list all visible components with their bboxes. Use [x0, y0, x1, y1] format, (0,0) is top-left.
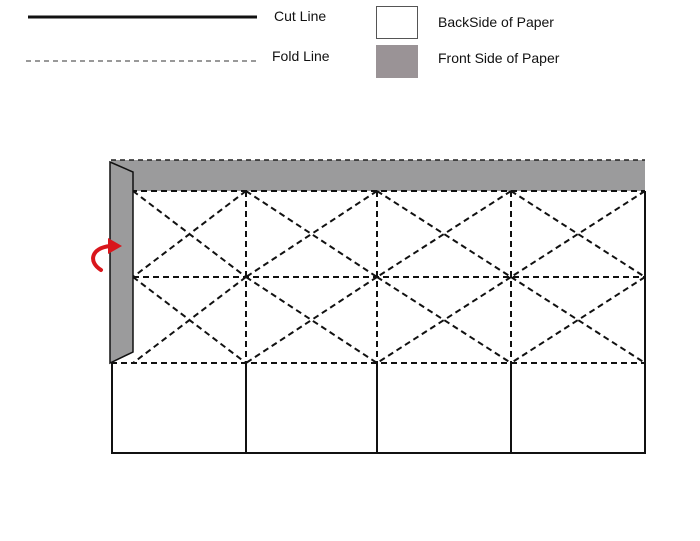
front-side-swatch: [376, 45, 418, 78]
top-strip: [111, 160, 645, 191]
left-flap: [109, 160, 134, 365]
diagonal-fold-lines: [132, 190, 646, 364]
bottom-panels: [111, 363, 646, 454]
cut-line-label: Cut Line: [274, 8, 327, 24]
back-side-swatch: [376, 6, 418, 39]
curved-arrow-icon: [91, 238, 122, 272]
fold-line-label: Fold Line: [272, 48, 330, 64]
horizontal-fold-lines: [111, 190, 645, 364]
back-side-label: BackSide of Paper: [438, 14, 554, 30]
front-side-label: Front Side of Paper: [438, 50, 560, 66]
